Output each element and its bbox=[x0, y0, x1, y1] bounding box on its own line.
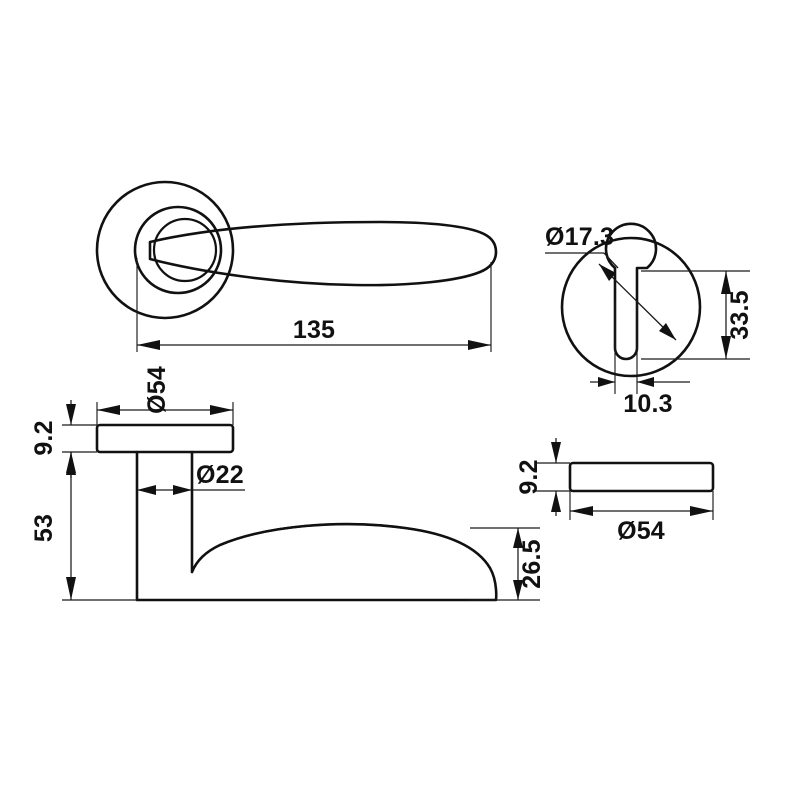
arrow-left bbox=[137, 340, 160, 350]
arrow-rs-bottom bbox=[551, 491, 561, 512]
dim-label-135: 135 bbox=[293, 316, 335, 344]
dimension-rose-diameter-side: Ø54 bbox=[96, 366, 234, 425]
arrow-top bbox=[721, 271, 731, 294]
dim-label-54-top: Ø54 bbox=[143, 366, 171, 414]
arrow-rose-left bbox=[97, 405, 120, 415]
dimension-lever-projection: 53 bbox=[30, 452, 137, 601]
arrow-rose-right bbox=[210, 405, 233, 415]
arrow-rs-top bbox=[551, 442, 561, 463]
arrow-thick-top bbox=[66, 404, 76, 425]
view-rose-side: 9.2 Ø54 bbox=[515, 438, 715, 545]
arrow-inner-right bbox=[637, 377, 654, 387]
arrow-diameter-upper bbox=[599, 264, 616, 281]
dim-label-9-2-right: 9.2 bbox=[515, 459, 543, 494]
euro-keyhole-profile bbox=[604, 222, 658, 361]
arrow-neck-left bbox=[137, 485, 156, 495]
dimension-keyhole-height: 33.5 bbox=[641, 270, 754, 360]
leader-kink bbox=[603, 252, 619, 269]
dimension-rose-diameter-right: Ø54 bbox=[569, 491, 714, 545]
arrow-neck-right bbox=[173, 485, 192, 495]
dim-label-26-5: 26.5 bbox=[518, 539, 546, 588]
dimension-keyhole-diameter: Ø17.3 bbox=[545, 223, 677, 341]
arrow-bottom bbox=[721, 336, 731, 359]
dimension-spindle-neck: Ø22 bbox=[137, 461, 245, 495]
rose-side-plate bbox=[568, 461, 715, 493]
dim-label-9-2-left: 9.2 bbox=[30, 420, 58, 455]
view-escutcheon: Ø17.3 33.5 10.3 bbox=[545, 222, 754, 418]
dimension-rose-thickness-right: 9.2 bbox=[515, 438, 570, 516]
rose-inner-hub bbox=[152, 217, 218, 283]
dim-label-33-5: 33.5 bbox=[726, 290, 754, 339]
lever-tip-edge bbox=[478, 232, 498, 274]
dim-label-10-3: 10.3 bbox=[623, 390, 672, 418]
arrow-inner-left bbox=[598, 377, 615, 387]
rose-outer-circle bbox=[95, 180, 235, 320]
escutcheon-outer-circle bbox=[560, 236, 702, 378]
arrow-proj-top bbox=[66, 452, 76, 475]
arrow-diameter-lower bbox=[659, 323, 676, 340]
dimension-lever-tip-height: 26.5 bbox=[470, 527, 546, 601]
arrow-proj-bottom bbox=[66, 577, 76, 600]
arrow-tip-top bbox=[513, 528, 523, 548]
dimension-lever-length: 135 bbox=[136, 258, 492, 352]
dim-label-53: 53 bbox=[30, 514, 58, 542]
dim-label-17-3: Ø17.3 bbox=[545, 223, 614, 251]
dim-label-54-right: Ø54 bbox=[617, 517, 665, 545]
dimension-keyhole-width: 10.3 bbox=[590, 300, 690, 418]
rose-middle-ring bbox=[133, 205, 223, 295]
arrow-tip-bottom bbox=[513, 580, 523, 600]
dim-label-22: Ø22 bbox=[196, 461, 244, 489]
view-lever-side: Ø54 9.2 53 bbox=[30, 366, 546, 602]
arrow-rs-wright bbox=[690, 506, 713, 516]
view-lever-top: 135 bbox=[95, 180, 498, 352]
arrow-rs-wleft bbox=[570, 506, 593, 516]
rose-plate-side bbox=[95, 423, 235, 454]
lever-upper-sweep bbox=[190, 523, 492, 574]
arrow-right bbox=[468, 340, 491, 350]
